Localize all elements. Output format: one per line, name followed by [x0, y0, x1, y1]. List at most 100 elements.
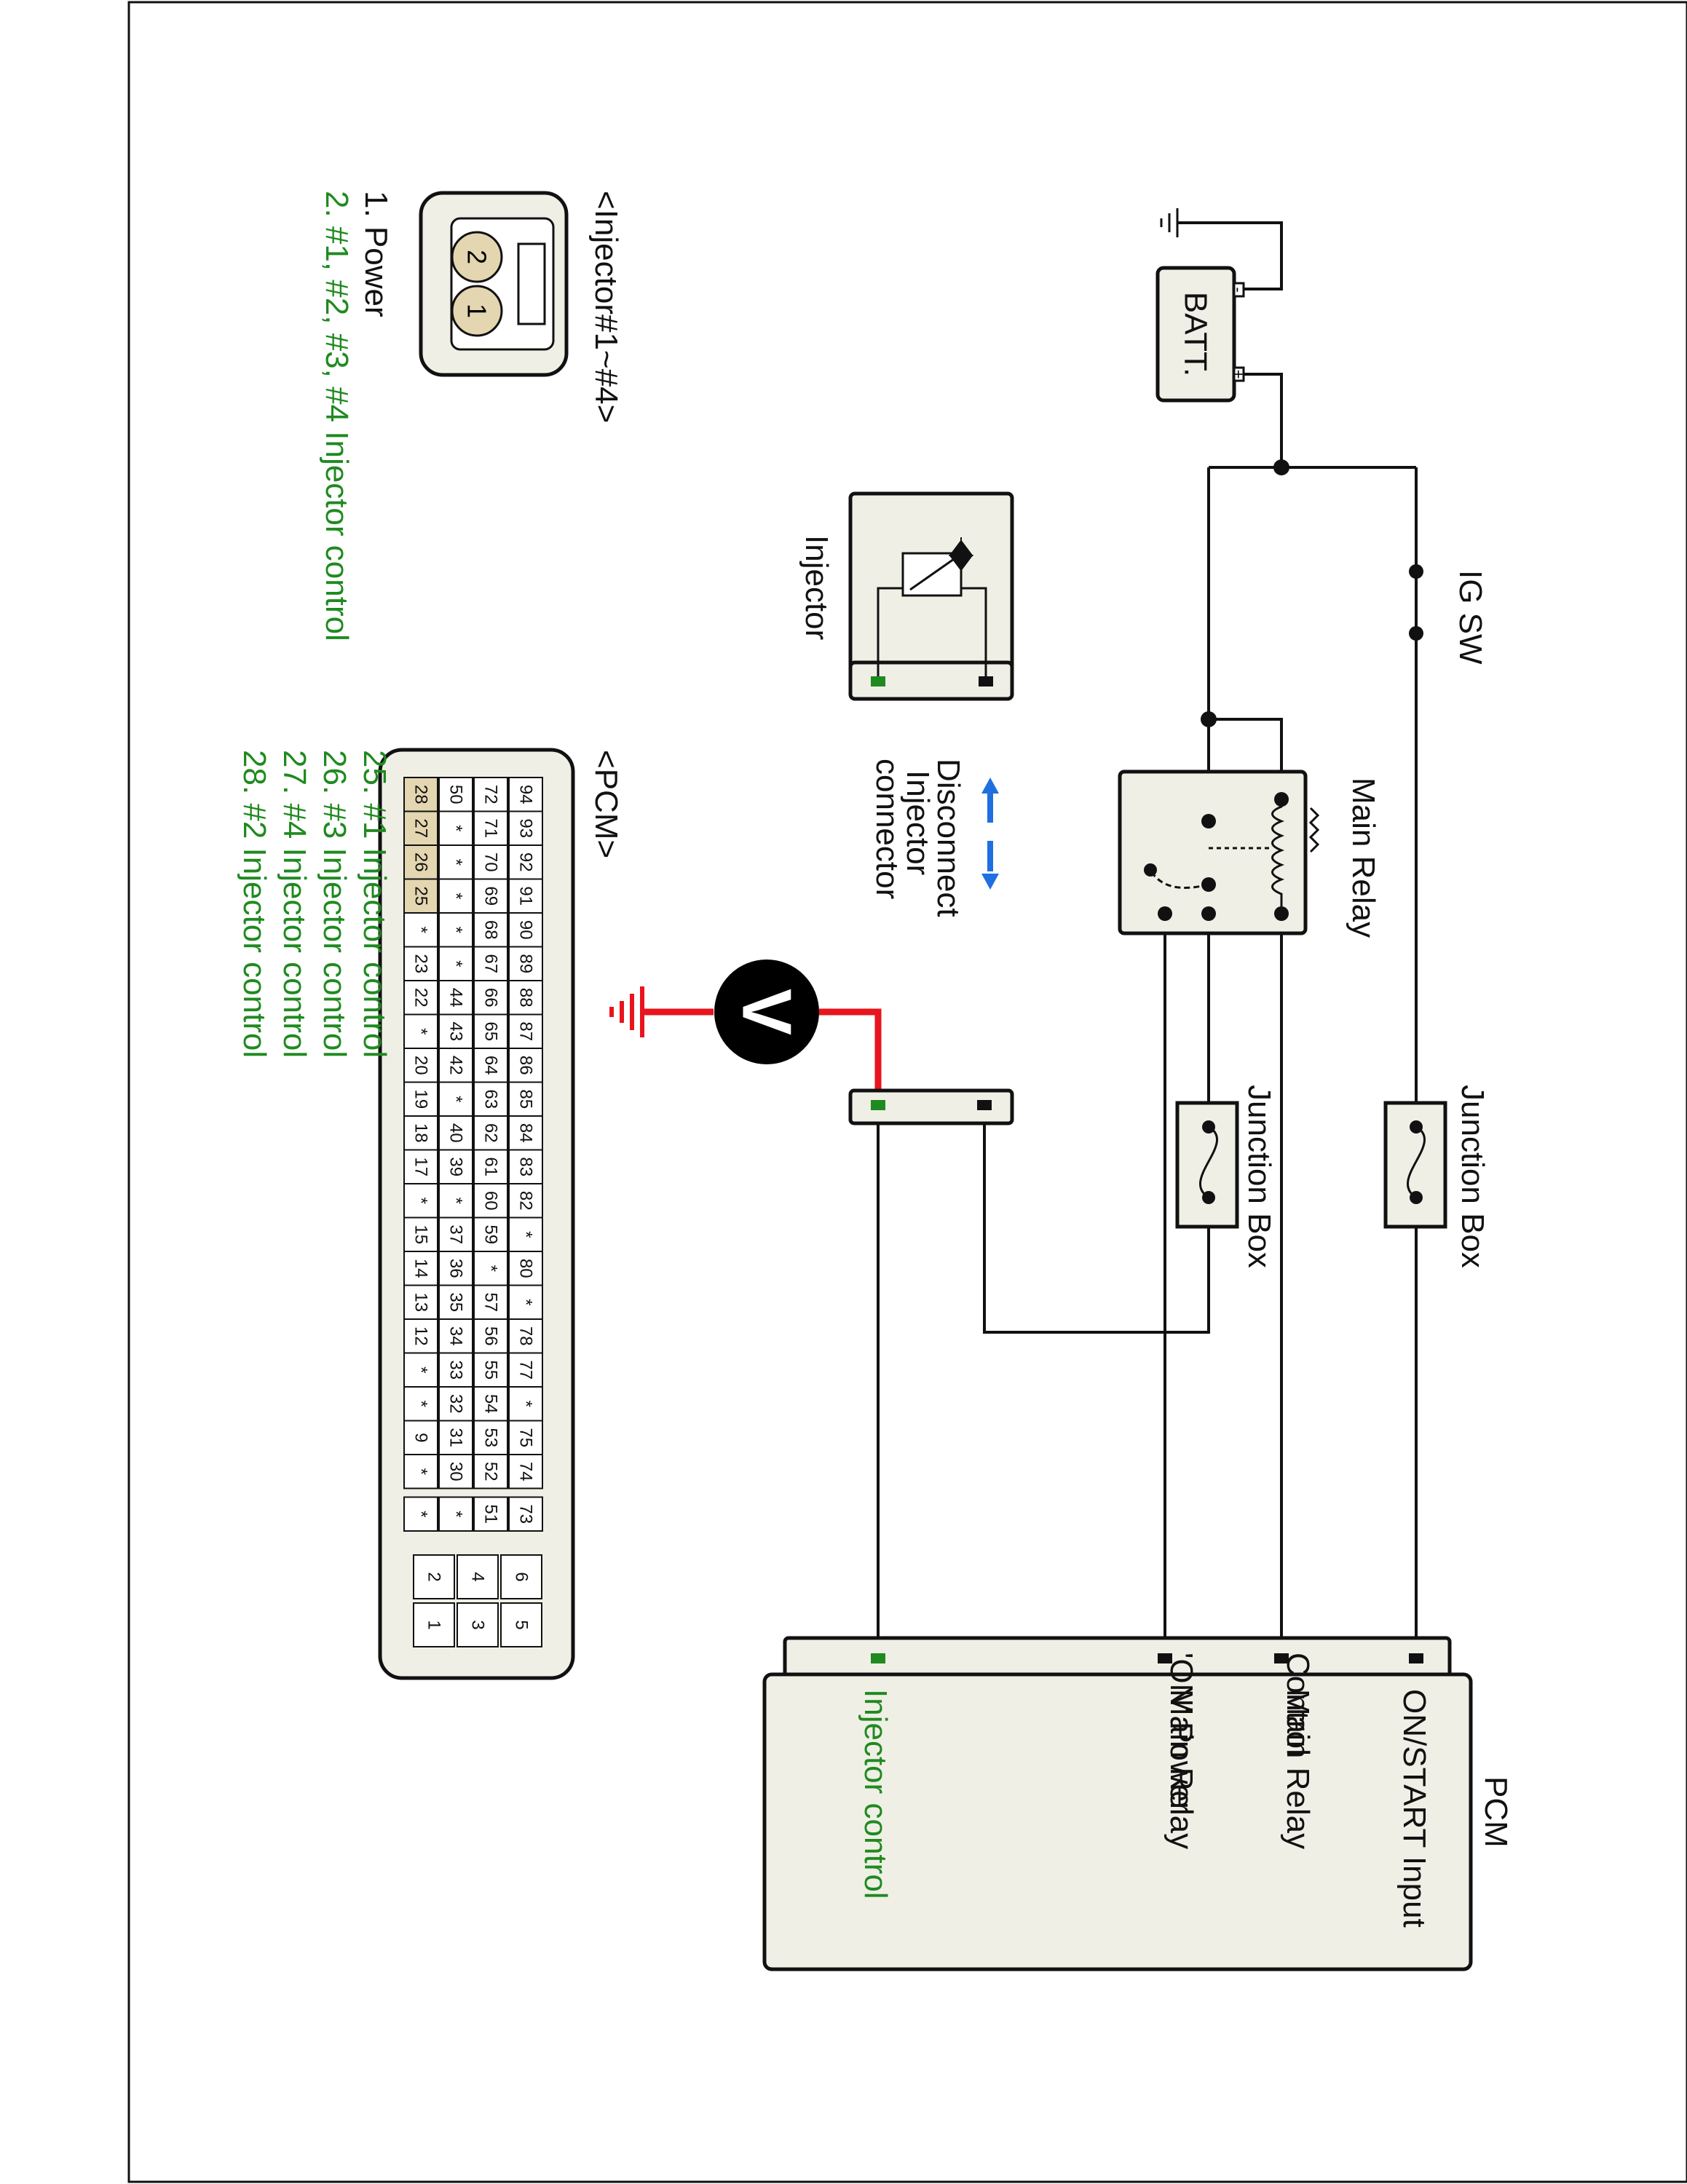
pcm-pin-cell — [403, 1048, 438, 1083]
pcm-pin: 77 — [516, 1360, 536, 1380]
pcm-pin: 84 — [516, 1123, 536, 1143]
pcm-pin: * — [411, 927, 431, 933]
pcm-pin: 18 — [411, 1123, 431, 1143]
wire-measure — [642, 1008, 882, 1105]
injector: Injector — [799, 491, 1014, 701]
pcm-pin: 80 — [516, 1259, 536, 1278]
pcm-block-pin-cell — [457, 1554, 499, 1599]
wires — [642, 221, 1418, 1658]
pcm-pin-27-desc: 27. #4 Injector control — [277, 750, 312, 1058]
pcm-pin: 43 — [446, 1021, 466, 1041]
pcm-terminal-on-start: ON/START Input — [1396, 1689, 1432, 1928]
disconnect-note: Disconnect Injector connector — [869, 759, 999, 917]
pcm-pin-25-desc: 25. #1 Injector control — [357, 750, 392, 1058]
pcm-pin: * — [446, 859, 466, 866]
pcm-pin-cell — [473, 1251, 508, 1286]
injector-label: Injector — [799, 535, 834, 640]
injector-pin-1-desc: 1. Power — [358, 191, 394, 317]
arrow-down-icon — [981, 841, 999, 890]
pcm-pin-28-desc: 28. #2 Injector control — [237, 750, 272, 1058]
pcm-pin: 12 — [411, 1326, 431, 1346]
pcm-pin: * — [411, 1366, 431, 1373]
battery-minus-label: - — [1230, 287, 1248, 292]
pcm-pin: 78 — [516, 1326, 536, 1346]
pcm-pin-extra-cell — [403, 1496, 438, 1532]
pcm-pin-cell — [403, 1454, 438, 1489]
relay-on-power-line-2: 'ON' Power — [1163, 1653, 1199, 1813]
pcm-pin: * — [411, 1198, 431, 1204]
relay-control-line-2: Control — [1280, 1653, 1316, 1756]
pcm-pin-cell — [508, 912, 543, 948]
pcm-pin-cell — [508, 1386, 543, 1422]
pcm-pin: 61 — [481, 1157, 501, 1176]
junction-box-1: Junction Box — [1383, 1085, 1490, 1268]
relay-on-power-line-1: Main Relay — [1163, 1689, 1199, 1849]
pcm-pin: 67 — [481, 954, 501, 973]
pcm-block-pin-cell — [413, 1602, 455, 1647]
pcm-pin-cell — [508, 1115, 543, 1151]
fuse-icon — [1406, 1125, 1426, 1199]
pcm-block-pin: 4 — [468, 1572, 488, 1581]
pcm-pin: 39 — [446, 1157, 466, 1176]
injector-connector-detail: <Injector#1~#4> 2 1 1. Power 2. #1, #2, … — [319, 191, 624, 641]
pcm-pin-cell — [508, 1284, 543, 1320]
pcm-pin: * — [446, 1096, 466, 1102]
pcm-pin-cell — [473, 1115, 508, 1151]
pcm-pin-cell — [508, 1149, 543, 1184]
pcm-pin-26-desc: 26. #3 Injector control — [317, 750, 352, 1058]
pcm-pin-cell — [473, 1420, 508, 1455]
pcm-pin-cell — [508, 844, 543, 880]
pcm-pin-cell — [508, 1216, 543, 1252]
pcm-pin-cell — [403, 810, 438, 846]
pcm-pin-extra: * — [446, 1511, 466, 1517]
pcm-block-pin-cell — [500, 1554, 542, 1599]
junction-box-2: Junction Box — [1175, 1085, 1277, 1268]
pcm-pin: * — [411, 1028, 431, 1034]
wire-relay-switch-out — [983, 914, 1210, 1334]
relay-control-line-1: Main Relay — [1280, 1689, 1316, 1849]
pcm-pin-cell — [438, 844, 473, 880]
pcm-pin: * — [446, 893, 466, 899]
pcm-pin: 65 — [481, 1021, 501, 1041]
pcm-pin: 34 — [446, 1326, 466, 1346]
pcm-pin-cell — [403, 777, 438, 812]
pcm-terminal-relay-control: Main RelayControl — [1280, 1653, 1316, 1849]
wire-relay-feed — [1207, 467, 1283, 799]
pcm-pin: 40 — [446, 1123, 466, 1143]
pcm-pin-cell — [403, 1183, 438, 1219]
pcm-pin: 31 — [446, 1428, 466, 1447]
pcm-pin-cell — [473, 1318, 508, 1354]
pcm-pin-cell — [473, 1454, 508, 1489]
pcm-pin: 20 — [411, 1056, 431, 1075]
voltmeter: V — [714, 960, 819, 1064]
pcm-pin: 66 — [481, 988, 501, 1008]
pcm-pin-cell — [438, 1352, 473, 1388]
pcm-pin-cell — [438, 810, 473, 846]
pcm-pin-cell — [403, 946, 438, 981]
pcm-pin-cell — [403, 1386, 438, 1422]
disconnect-label-line-1: Disconnect — [931, 759, 966, 917]
battery-plus-label: + — [1230, 370, 1248, 379]
pcm-pin: * — [446, 825, 466, 831]
pcm-pin: 50 — [446, 785, 466, 804]
pcm-pin-cell — [403, 912, 438, 948]
pcm-pin-cell — [438, 1149, 473, 1184]
arrow-up-icon — [981, 778, 999, 823]
junction-box-1-label: Junction Box — [1455, 1085, 1490, 1268]
pcm-pin: 56 — [481, 1326, 501, 1346]
pcm-pin: 60 — [481, 1191, 501, 1211]
pcm-terminal-relay-on-power: Main Relay'ON' Power — [1163, 1653, 1199, 1849]
pcm-pin-cell — [508, 1251, 543, 1286]
pcm-pin: 54 — [481, 1394, 501, 1414]
pcm-pin: 90 — [516, 920, 536, 940]
pcm-pin: 62 — [481, 1123, 501, 1143]
pcm-connector-detail: <PCM> 94939291908988878685848382*80*7877… — [237, 748, 624, 1680]
pcm-pin: 83 — [516, 1157, 536, 1176]
pcm-pin: 88 — [516, 988, 536, 1008]
relay-coil-icon — [1271, 799, 1285, 914]
pcm-pin: 55 — [481, 1360, 501, 1380]
pcm-pin-cell — [473, 1183, 508, 1219]
pcm-pin-extra-cell — [508, 1496, 543, 1532]
pcm-pin-cell — [438, 1115, 473, 1151]
